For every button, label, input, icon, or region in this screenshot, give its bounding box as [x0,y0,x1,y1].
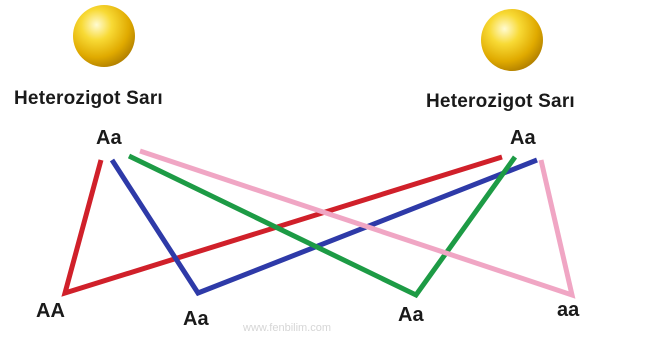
left-parent-title: Heterozigot Sarı [14,89,163,108]
offspring-genotype-Aa-2: Aa [398,305,424,325]
right-pea-icon [481,9,543,71]
red-cross-line [65,157,502,293]
offspring-genotype-Aa-1: Aa [183,309,209,329]
right-parent-genotype: Aa [510,128,536,148]
left-parent-genotype: Aa [96,128,122,148]
offspring-genotype-AA: AA [36,301,65,321]
watermark: www.fenbilim.com [243,322,331,334]
right-parent-title: Heterozigot Sarı [426,92,575,111]
left-pea-icon [73,5,135,67]
offspring-genotype-aa: aa [557,300,579,320]
